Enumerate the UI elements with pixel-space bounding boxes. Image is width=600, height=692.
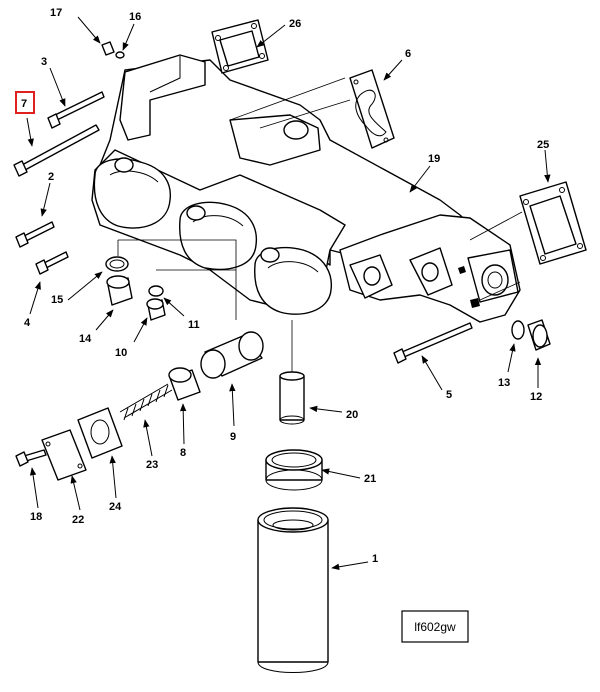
bolt-5: [393, 322, 473, 364]
sleeve-8: [168, 367, 201, 401]
callout-19: 19: [428, 153, 440, 165]
callout-6: 6: [405, 48, 411, 60]
callout-9: 9: [230, 431, 236, 443]
callout-22: 22: [72, 514, 84, 526]
callout-20: 20: [346, 409, 358, 421]
callout-24: 24: [109, 501, 122, 513]
callout-23: 23: [146, 459, 158, 471]
callout-7: 7: [21, 98, 27, 110]
o-ring-11: [148, 285, 164, 297]
callout-21: 21: [364, 473, 376, 485]
plug-14: [106, 275, 133, 306]
callout-3: 3: [41, 56, 47, 68]
callout-17: 17: [50, 7, 62, 19]
callout-16: 16: [129, 11, 141, 23]
gasket-6: [349, 69, 395, 149]
callout-8: 8: [180, 447, 186, 459]
callout-5: 5: [446, 389, 452, 401]
o-ring-15: [105, 256, 129, 272]
bolt-18: [15, 449, 47, 467]
o-ring-13: [511, 320, 525, 340]
callout-11: 11: [188, 319, 200, 331]
bolt-2: [15, 221, 55, 248]
spring-23: [119, 383, 173, 421]
gasket-25: [519, 181, 587, 265]
plug-10: [146, 298, 166, 321]
callout-2: 2: [48, 171, 54, 183]
callout-25: 25: [537, 139, 549, 151]
callout-18: 18: [30, 511, 42, 523]
bolt-3: [47, 91, 105, 129]
gasket-26: [211, 19, 269, 74]
bolt-4: [35, 251, 69, 275]
gasket-24: [77, 407, 123, 459]
callout-12: 12: [530, 391, 542, 403]
seal-ring-21: [265, 449, 323, 491]
valve-9: [200, 331, 264, 379]
callout-10: 10: [115, 347, 127, 359]
callout-1: 1: [372, 553, 378, 565]
filter-cartridge-1: [257, 507, 329, 673]
callout-14: 14: [79, 333, 92, 345]
plug-17: [101, 41, 115, 56]
callout-13: 13: [498, 377, 510, 389]
reference-code-box: lf602gw: [401, 610, 469, 643]
callout-4: 4: [24, 317, 31, 329]
callout-7-highlight-box: [15, 91, 35, 114]
washer-16: [115, 51, 125, 59]
callout-15: 15: [51, 294, 63, 306]
bolt-7: [13, 124, 100, 177]
filter-head-housing: [91, 54, 521, 323]
explosion-lines: [117, 77, 523, 372]
callout-26: 26: [289, 18, 301, 30]
callout-labels: 17 16 26 3 6 7 19 25 2 15 4 14 11 10 5 1…: [21, 7, 549, 565]
reference-code: lf602gw: [414, 620, 456, 634]
cover-plate-22: [41, 429, 87, 481]
plug-12: [527, 319, 551, 351]
leader-arrows: [26, 16, 551, 570]
standpipe-20: [279, 371, 305, 425]
